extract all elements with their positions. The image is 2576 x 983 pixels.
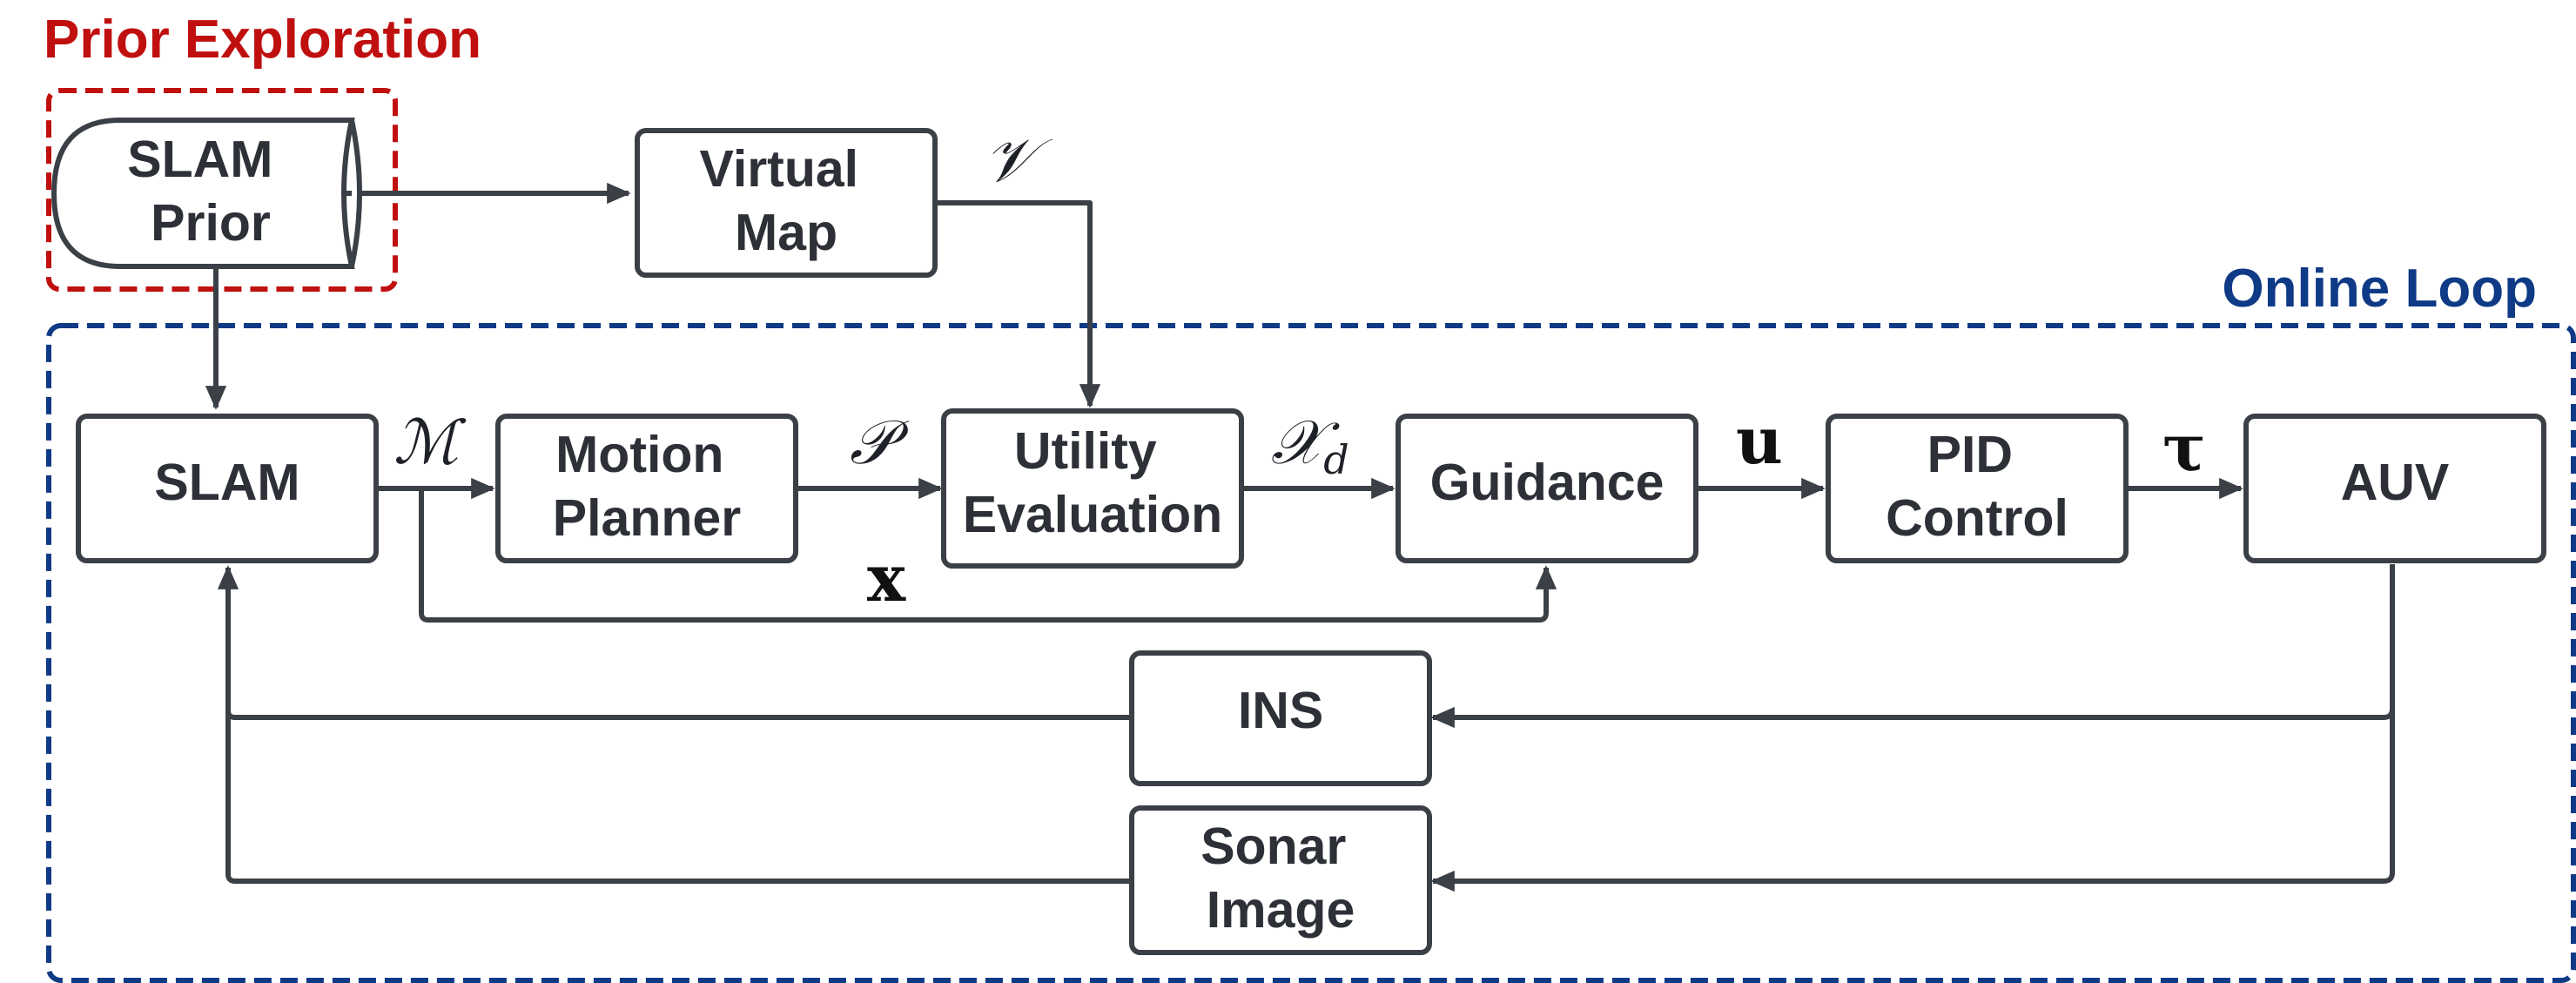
label-candidates-xd: 𝒳d: [1271, 407, 1349, 483]
utility-evaluation-label: Utility Evaluation: [963, 422, 1222, 543]
node-utility-evaluation: Utility Evaluation: [941, 408, 1244, 569]
node-slam: SLAM: [76, 414, 379, 563]
label-virtual-map-v: 𝒱: [984, 125, 1053, 196]
edge-auv-to-ins: [1430, 564, 2395, 729]
motion-planner-label: Motion Planner: [553, 426, 741, 547]
slam-prior-cylinder: [50, 118, 362, 269]
auv-label: AUV: [2341, 454, 2450, 511]
label-control-u: u: [1736, 404, 1783, 479]
node-ins: INS: [1129, 650, 1432, 786]
node-sonar-image: Sonar Image: [1129, 805, 1432, 955]
edge-virtual-map-to-utility: [935, 200, 1101, 408]
node-slam-prior: SLAM Prior: [50, 118, 362, 269]
edge-auv-to-sonar: [1430, 709, 2395, 892]
edge-sonar-to-slam: [225, 710, 1130, 884]
ins-label: INS: [1238, 682, 1323, 739]
node-auv: AUV: [2243, 414, 2546, 563]
prior-exploration-title: Prior Exploration: [44, 10, 481, 70]
online-loop-frame: [46, 323, 2576, 983]
guidance-label: Guidance: [1430, 454, 1665, 511]
sonar-image-label: Sonar Image: [1201, 818, 1361, 939]
slam-prior-label: SLAM Prior: [127, 131, 287, 252]
node-motion-planner: Motion Planner: [495, 414, 798, 563]
label-state-x: x: [867, 542, 906, 616]
prior-exploration-frame: [46, 88, 398, 292]
label-torque-tau: τ: [2162, 411, 2206, 486]
label-map-m: ℳ: [393, 407, 467, 478]
edge-ins-to-slam: [217, 565, 1130, 720]
edge-slam-state-to-guidance: [419, 488, 1557, 623]
node-pid-control: PID Control: [1826, 414, 2129, 563]
node-guidance: Guidance: [1396, 414, 1698, 563]
label-path-p: 𝒫: [850, 407, 910, 478]
pid-control-label: PID Control: [1886, 426, 2068, 547]
virtual-map-label: Virtual Map: [700, 140, 873, 261]
online-loop-title: Online Loop: [2222, 259, 2537, 319]
node-virtual-map: Virtual Map: [635, 128, 938, 278]
slam-label: SLAM: [154, 454, 299, 511]
